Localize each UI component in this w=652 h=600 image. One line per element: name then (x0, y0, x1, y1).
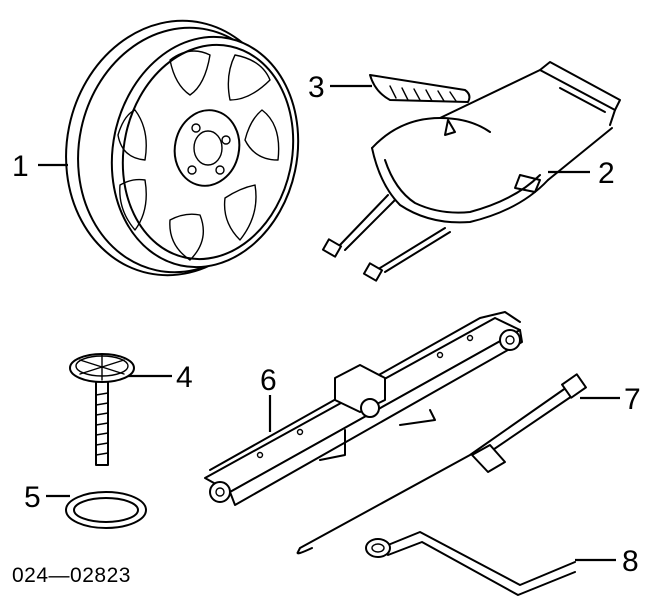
callout-4: 4 (176, 361, 193, 394)
callout-2: 2 (598, 157, 615, 190)
callout-6: 6 (260, 364, 277, 397)
callout-3: 3 (308, 71, 325, 104)
holding-bolt (69, 353, 135, 466)
callout-8: 8 (622, 545, 639, 578)
scissor-jack (204, 311, 523, 506)
wheel-wrench (365, 531, 576, 596)
callout-1: 1 (12, 150, 29, 183)
washer (65, 491, 147, 529)
jack-handle (296, 373, 587, 555)
spare-wheel (65, 19, 300, 277)
spare-wheel-holder (321, 61, 621, 282)
rubber-strip (369, 74, 471, 103)
diagram-reference-number: 024—02823 (12, 564, 131, 587)
callout-7: 7 (624, 383, 641, 416)
callout-5: 5 (24, 481, 41, 514)
